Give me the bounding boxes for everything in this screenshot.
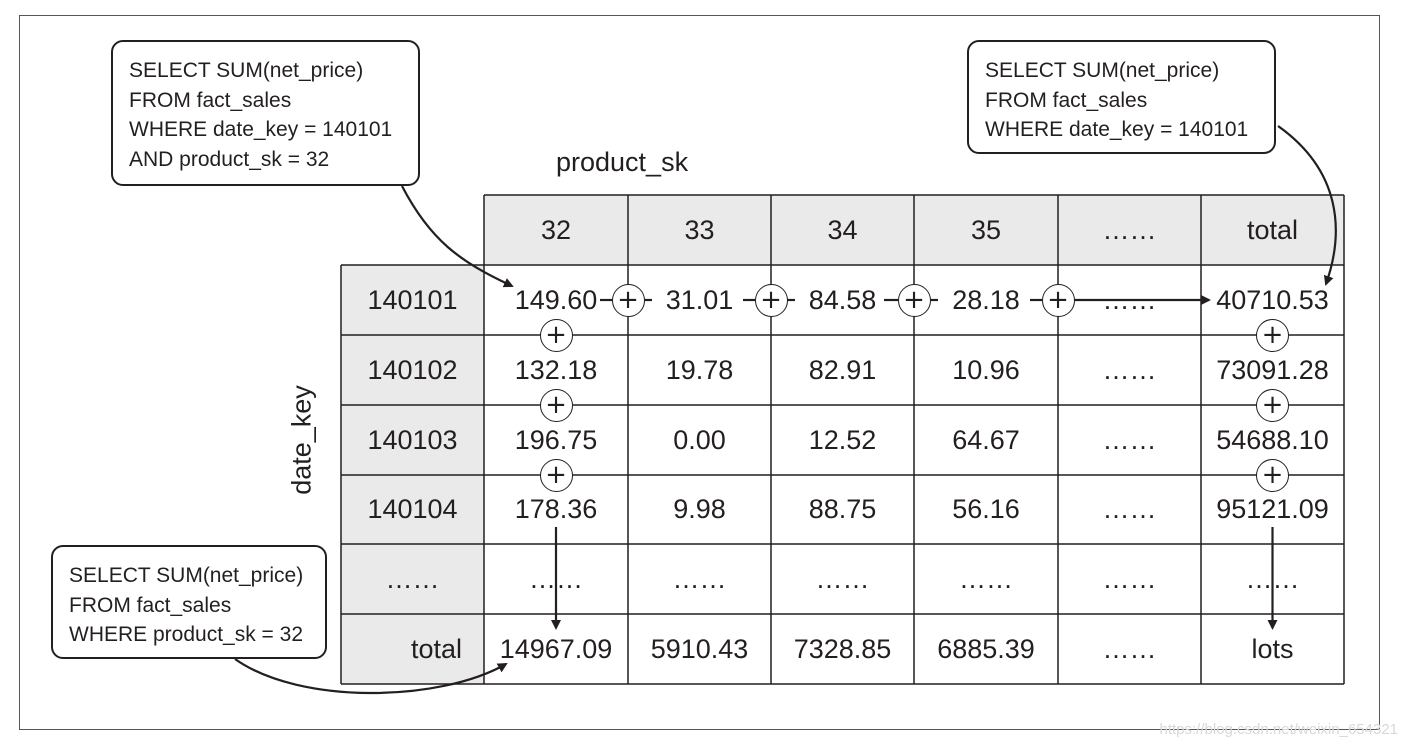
value-cell: …… <box>1102 563 1157 594</box>
row-header-cell: 140103 <box>367 424 458 455</box>
value-cell: …… <box>1102 494 1157 524</box>
value-cell: …… <box>815 563 870 594</box>
value-cell: …… <box>959 563 1013 594</box>
value-cell: 0.00 <box>673 424 726 455</box>
value-cell: 73091.28 <box>1216 354 1329 385</box>
value-cell: 9.98 <box>673 494 726 524</box>
column-header-cell: 32 <box>540 214 572 245</box>
value-cell: 54688.10 <box>1216 424 1329 455</box>
sql-line: WHERE date_key = 140101 <box>129 118 393 141</box>
value-cell: 95121.09 <box>1216 494 1329 524</box>
value-cell: 12.52 <box>808 424 877 455</box>
callout-arrow-cell <box>401 185 514 288</box>
value-cell: 88.75 <box>808 494 877 524</box>
value-cell: 64.67 <box>952 424 1020 455</box>
value-cell: 14967.09 <box>499 633 613 664</box>
value-cell: …… <box>1102 424 1157 455</box>
sql-line: SELECT SUM(net_price) <box>129 59 364 82</box>
sql-line: WHERE product_sk = 32 <box>69 623 304 646</box>
value-cell: 6885.39 <box>937 633 1035 664</box>
row-header-cell: 140101 <box>367 284 458 315</box>
watermark: https://blog.csdn.net/weixin_654321 <box>1159 721 1399 738</box>
value-cell: 10.96 <box>952 354 1020 385</box>
plus-icon: + <box>754 283 788 317</box>
plus-icon: + <box>539 458 573 492</box>
value-cell: …… <box>1102 633 1157 664</box>
row-header-cell: …… <box>385 563 440 594</box>
value-cell: 7328.85 <box>793 633 892 664</box>
value-cell: 5910.43 <box>650 633 749 664</box>
arrows <box>234 125 1337 695</box>
sql-line: FROM fact_sales <box>129 88 292 112</box>
plus-icon: + <box>1256 318 1289 352</box>
column-header-cell: 33 <box>684 214 715 245</box>
value-cell: 19.78 <box>665 354 734 385</box>
column-axis-label: product_sk <box>556 147 689 177</box>
plus-icon: + <box>1041 283 1075 317</box>
value-cell: 149.60 <box>514 284 598 315</box>
table-grid <box>340 194 1345 685</box>
row-header-cell: 140102 <box>367 354 458 385</box>
value-cell: 28.18 <box>952 284 1020 315</box>
value-cell: …… <box>1102 354 1157 385</box>
column-header-cell: 35 <box>970 214 1002 245</box>
value-cell: 196.75 <box>514 424 598 455</box>
value-cell: …… <box>672 563 727 594</box>
sql-line: SELECT SUM(net_price) <box>69 564 304 587</box>
value-cell: lots <box>1251 633 1294 664</box>
plus-icon: + <box>539 388 573 422</box>
plus-icon: + <box>611 283 645 317</box>
column-header-cell: …… <box>1102 214 1157 245</box>
callout-arrow-row-total <box>1277 125 1337 286</box>
value-cell: …… <box>1102 284 1157 315</box>
column-header-cell: 34 <box>827 214 858 245</box>
value-cell: 84.58 <box>808 284 877 315</box>
plus-icon: + <box>1256 388 1289 422</box>
value-cell: 31.01 <box>665 284 734 315</box>
value-cell: …… <box>529 563 583 594</box>
plus-icon: + <box>539 318 573 352</box>
column-header-cell: total <box>1246 214 1299 245</box>
sql-line: SELECT SUM(net_price) <box>985 59 1220 82</box>
value-cell: …… <box>1245 563 1300 594</box>
sql-line: WHERE date_key = 140101 <box>985 118 1249 141</box>
callout-arrow-column-total <box>234 658 508 695</box>
row-axis-label: date_key <box>286 385 317 495</box>
sql-line: AND product_sk = 32 <box>129 147 330 171</box>
sql-line: FROM fact_sales <box>985 88 1148 112</box>
sql-line: FROM fact_sales <box>69 593 232 617</box>
value-cell: 132.18 <box>514 354 598 385</box>
plus-icon: + <box>897 283 931 317</box>
value-cell: 40710.53 <box>1216 284 1329 315</box>
value-cell: 82.91 <box>808 354 877 385</box>
value-cell: 178.36 <box>514 494 598 524</box>
figure-frame <box>19 15 1380 730</box>
value-cell: 56.16 <box>952 494 1020 524</box>
row-header-cell: total <box>410 633 462 664</box>
plus-icon: + <box>1256 458 1289 492</box>
row-header-cell: 140104 <box>367 494 458 524</box>
